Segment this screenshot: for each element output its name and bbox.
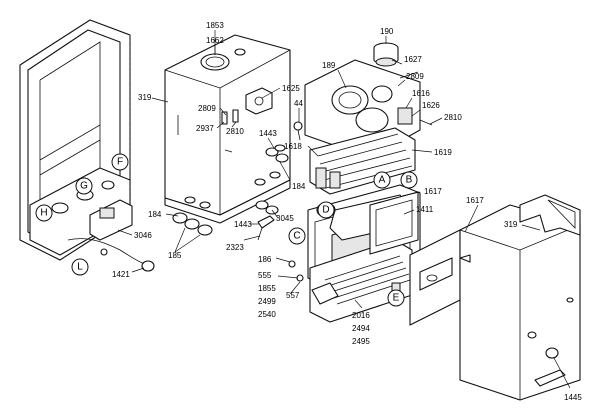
callout-f: F — [111, 153, 129, 171]
part-label-1855: 1855 — [258, 284, 276, 293]
callout-a-text: A — [379, 175, 386, 186]
part-label-1445: 1445 — [564, 393, 582, 402]
part-label-1443-top: 1443 — [259, 129, 277, 138]
part-label-2323: 2323 — [226, 243, 244, 252]
callout-b-text: B — [406, 175, 413, 186]
callout-f-text: F — [117, 157, 123, 168]
part-label-1421: 1421 — [112, 270, 130, 279]
heat-exchanger — [293, 121, 416, 195]
part-label-2495: 2495 — [352, 337, 370, 346]
part-number-labels: 1853 1662 319 1625 2809 2937 2810 1443 1… — [112, 21, 582, 402]
part-label-186: 186 — [258, 255, 272, 264]
part-label-1626: 1626 — [422, 101, 440, 110]
gas-valve-assembly — [67, 199, 155, 272]
part-label-1618: 1618 — [284, 142, 302, 151]
callout-h-text: H — [40, 208, 47, 219]
part-label-184-right: 184 — [292, 182, 306, 191]
part-label-1853: 1853 — [206, 21, 224, 30]
part-label-2809-casing: 2809 — [198, 104, 216, 113]
callout-l-text: L — [77, 262, 83, 273]
part-label-44: 44 — [294, 99, 303, 108]
callout-c-text: C — [293, 231, 300, 242]
flue-adaptor — [373, 42, 399, 67]
top-bracket — [519, 194, 581, 236]
part-label-319-front: 319 — [504, 220, 518, 229]
part-label-1619: 1619 — [434, 148, 452, 157]
part-label-3045: 3045 — [276, 214, 294, 223]
part-label-1625: 1625 — [282, 84, 300, 93]
part-label-1617-outer: 1617 — [466, 196, 484, 205]
part-label-2809-fan: 2809 — [406, 72, 424, 81]
part-label-1627: 1627 — [404, 55, 422, 64]
front-casing — [409, 204, 581, 401]
callout-b: B — [400, 171, 418, 189]
callout-g-text: G — [80, 181, 88, 192]
part-label-184-left: 184 — [148, 210, 162, 219]
callout-l: L — [71, 258, 89, 276]
part-label-1662: 1662 — [206, 36, 224, 45]
part-label-555: 555 — [258, 271, 272, 280]
callout-e: E — [387, 289, 405, 307]
callout-h: H — [35, 204, 53, 222]
part-label-319-casing: 319 — [138, 93, 152, 102]
callout-g: G — [75, 177, 93, 195]
callout-c: C — [288, 227, 306, 245]
part-label-2494: 2494 — [352, 324, 370, 333]
back-frame — [19, 19, 131, 261]
part-label-2810-casing: 2810 — [226, 127, 244, 136]
part-label-557: 557 — [286, 291, 300, 300]
part-label-1617-inner: 1617 — [424, 187, 442, 196]
letter-callouts: F G H L C A B D — [35, 153, 418, 307]
leader-lines — [117, 30, 571, 389]
insulation-panel — [369, 191, 419, 255]
callout-d-text: D — [322, 205, 329, 216]
part-label-1443-lower: 1443 — [234, 220, 252, 229]
part-label-1616: 1616 — [412, 89, 430, 98]
grommets — [172, 144, 289, 241]
part-label-2016: 2016 — [352, 311, 370, 320]
part-label-2810-fan: 2810 — [444, 113, 462, 122]
part-label-2499: 2499 — [258, 297, 276, 306]
part-label-1411: 1411 — [416, 205, 434, 214]
part-label-2937: 2937 — [196, 124, 214, 133]
part-label-3046: 3046 — [134, 231, 152, 240]
part-label-2540: 2540 — [258, 310, 276, 319]
part-label-189: 189 — [322, 61, 336, 70]
part-label-185: 185 — [168, 251, 182, 260]
callout-d: D — [317, 201, 335, 219]
part-label-190: 190 — [380, 27, 394, 36]
pressure-switch — [221, 87, 273, 125]
callout-a: A — [373, 171, 391, 189]
callout-e-text: E — [393, 293, 400, 304]
